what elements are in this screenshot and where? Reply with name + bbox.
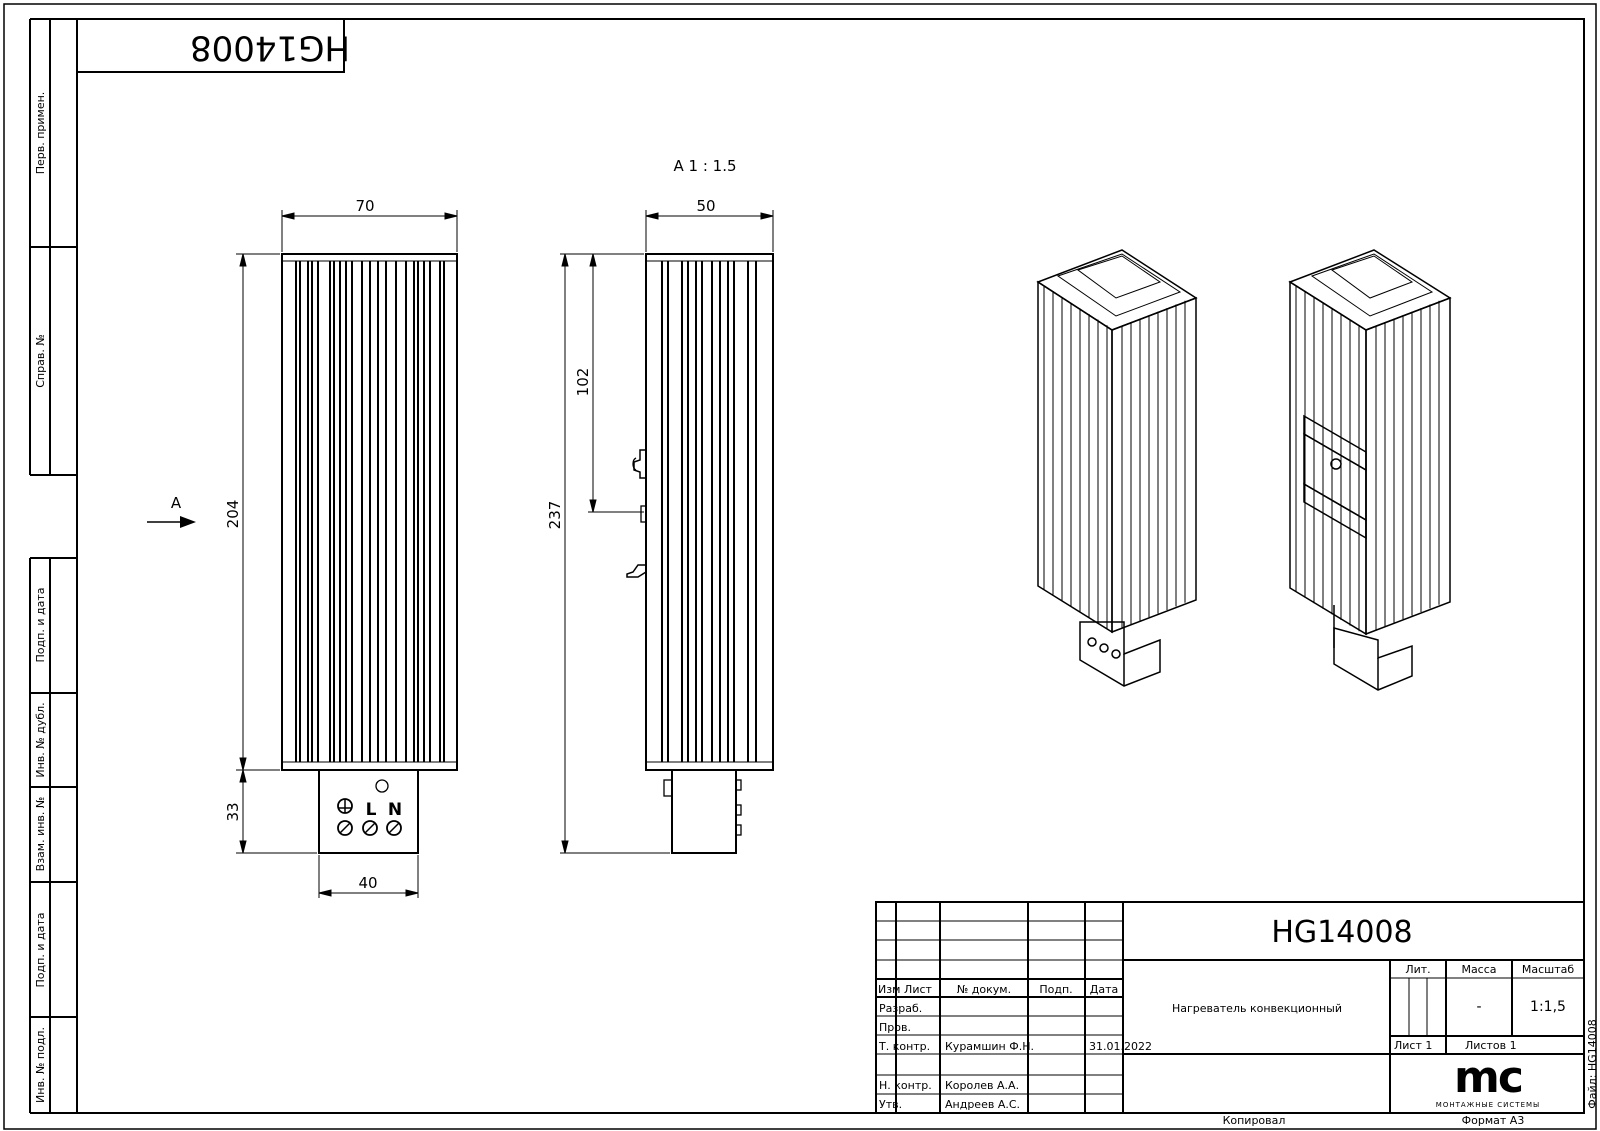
side-dimensions	[560, 210, 774, 854]
front-view	[281, 253, 458, 854]
strip-label-vzam: Взам. инв. №	[34, 797, 47, 872]
strip-label-inv-podl: Инв. № подл.	[34, 1027, 47, 1103]
sheet-border	[3, 3, 1597, 1130]
terminal-n-label: N	[388, 800, 402, 820]
code-box	[76, 18, 345, 73]
header-podp: Подп.	[1039, 983, 1072, 996]
isometric-back	[1288, 249, 1452, 691]
strip-label-inv-dubl: Инв. № дубл.	[34, 702, 47, 777]
sheet-label: Лист 1	[1394, 1039, 1432, 1052]
rotated-code: HG14008	[190, 28, 350, 68]
mass-label: Масса	[1461, 963, 1496, 976]
front-dimensions	[236, 210, 458, 898]
terminal-l-label: L	[366, 800, 377, 820]
name-utv: Андреев А.С.	[945, 1098, 1020, 1111]
role-prov: Пров.	[879, 1021, 911, 1034]
isometric-front	[1036, 249, 1198, 687]
view-arrow-label: A	[171, 494, 182, 512]
header-doc: № докум.	[957, 983, 1011, 996]
strip-label-podp-1: Подп. и дата	[34, 588, 47, 663]
logo-subtitle: МОНТАЖНЫЕ СИСТЕМЫ	[1436, 1101, 1540, 1109]
dim-terminal-height: 33	[224, 802, 242, 821]
left-strip	[29, 18, 77, 1114]
title-block-description: Нагреватель конвекционный	[1172, 1002, 1342, 1015]
dim-terminal-width: 40	[358, 874, 377, 892]
dim-side-width: 50	[696, 197, 715, 215]
file-label: Файл: HG14008	[1586, 1019, 1599, 1108]
drawing-frame	[76, 18, 1585, 1114]
header-list: Лист	[904, 983, 932, 996]
strip-label-sprav: Справ. №	[34, 334, 47, 388]
role-n-kontr: Н. контр.	[879, 1079, 932, 1092]
role-utv: Утв.	[879, 1098, 902, 1111]
lit-label: Лит.	[1405, 963, 1430, 976]
dim-front-width: 70	[355, 197, 374, 215]
title-block-lines	[875, 901, 1585, 1114]
dim-front-height: 204	[224, 500, 242, 529]
title-block-code: HG14008	[1271, 915, 1412, 950]
side-view	[626, 253, 774, 854]
name-n-kontr: Королев А.А.	[945, 1079, 1019, 1092]
role-t-kontr: Т. контр.	[878, 1040, 930, 1053]
logo-mark: mc	[1454, 1052, 1522, 1103]
scale-label: Масштаб	[1522, 963, 1574, 976]
header-data: Дата	[1090, 983, 1118, 996]
sheets-label: Листов 1	[1465, 1039, 1517, 1052]
format-label: Формат А3	[1462, 1114, 1525, 1127]
strip-label-podp-2: Подп. и дата	[34, 913, 47, 988]
view-scale-label: A 1 : 1.5	[673, 157, 736, 175]
header-izm: Изм	[878, 983, 900, 996]
mass-value: -	[1476, 999, 1481, 1015]
scale-value: 1:1,5	[1530, 999, 1566, 1015]
view-arrow	[147, 516, 196, 528]
strip-label-perv: Перв. примен.	[34, 92, 47, 175]
dim-side-rail: 102	[574, 368, 592, 397]
role-razrab: Разраб.	[879, 1002, 922, 1015]
date-value: 31.01.2022	[1089, 1040, 1152, 1053]
name-t-kontr: Курамшин Ф.Н.	[945, 1040, 1034, 1053]
copied-label: Копировал	[1223, 1114, 1286, 1127]
dim-side-total: 237	[546, 501, 564, 530]
